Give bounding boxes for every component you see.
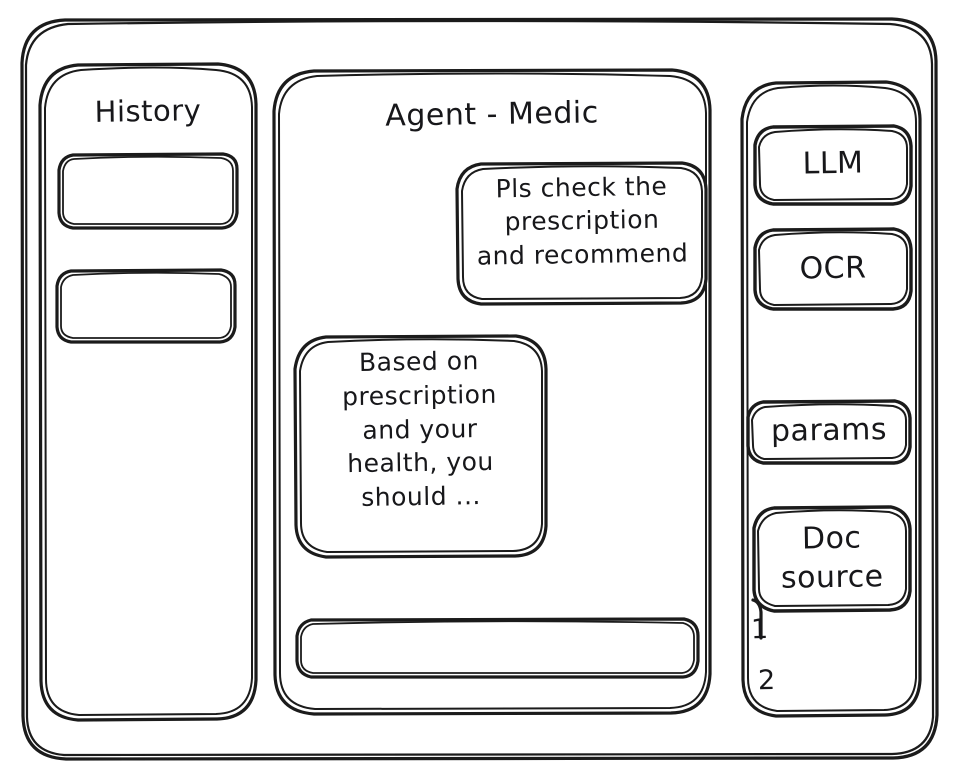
history-item[interactable] [55,268,237,344]
tool-button-ocr-label: OCR [799,250,867,287]
history-item[interactable] [57,152,239,230]
doc-source-ref-2[interactable]: 2 [757,664,776,697]
tool-button-params-label: params [770,412,888,449]
chat-title: Agent - Medic [385,95,599,134]
message-input[interactable] [295,617,700,679]
tool-button-llm-label: LLM [802,145,864,182]
user-message-text: Pls check the prescription and recommend [476,171,689,271]
doc-source-ref-1[interactable]: 1 [750,613,769,646]
history-title: History [94,93,202,129]
doc-source-leader-line [744,598,784,642]
agent-message-text: Based on prescription and your health, y… [341,346,498,512]
tool-button-doc-source-label: Doc source [780,520,884,596]
